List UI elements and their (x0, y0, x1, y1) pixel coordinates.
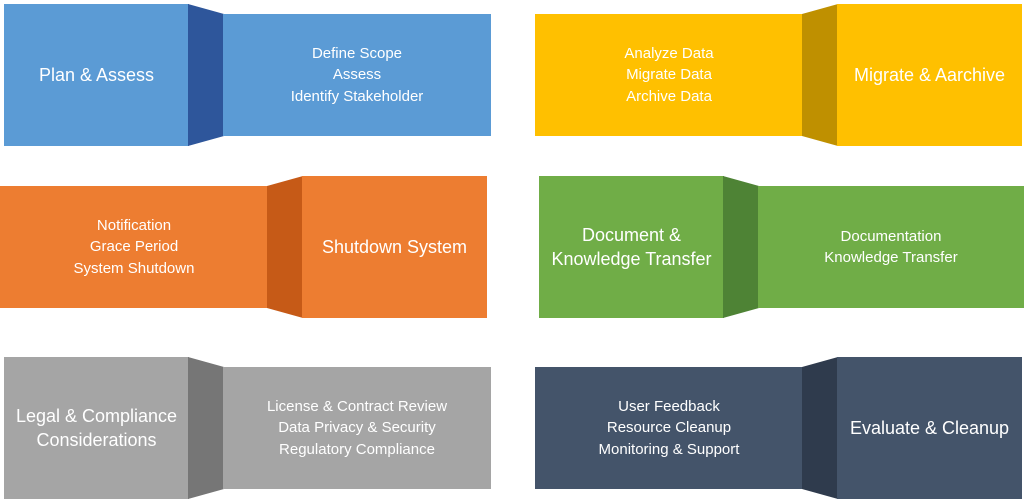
step-items: Notification Grace Period System Shutdow… (74, 215, 195, 280)
step-item: License & Contract Review (266, 397, 448, 415)
step-item: Identify Stakeholder (290, 87, 424, 105)
step-shutdown-title-block: Shutdown System (302, 176, 487, 318)
step-item: Migrate Data (626, 66, 712, 84)
step-items: Define Scope Assess Identify Stakeholder (291, 43, 424, 108)
fold-connector (802, 357, 838, 499)
step-document-title-block: Document & Knowledge Transfer (539, 176, 724, 318)
step-plan-assess-detail-block: Define Scope Assess Identify Stakeholder (223, 14, 491, 136)
step-item: Regulatory Compliance (279, 440, 435, 458)
step-item: Grace Period (89, 238, 179, 256)
step-items: User Feedback Resource Cleanup Monitorin… (599, 396, 740, 461)
step-items: License & Contract Review Data Privacy &… (267, 396, 447, 461)
step-item: Documentation (840, 227, 942, 245)
step-item: User Feedback (618, 397, 720, 415)
step-title: Evaluate & Cleanup (850, 416, 1009, 440)
step-item: Data Privacy & Security (278, 419, 436, 437)
step-title-line: Legal & Compliance (15, 406, 178, 426)
step-title-line: Plan & Assess (38, 65, 155, 85)
step-item: Define Scope (311, 44, 403, 62)
step-title: Legal & Compliance Considerations (16, 404, 177, 452)
step-title-line: Migrate & Aarchive (853, 65, 1006, 85)
step-item: Archive Data (626, 87, 712, 105)
step-title-line: Knowledge Transfer (551, 249, 712, 269)
step-item: Analyze Data (624, 44, 714, 62)
step-evaluate-title-block: Evaluate & Cleanup (837, 357, 1022, 499)
fold-connector (723, 176, 759, 318)
step-item: Assess (332, 66, 382, 84)
step-items: Analyze Data Migrate Data Archive Data (624, 43, 713, 108)
step-plan-assess-title-block: Plan & Assess (4, 4, 189, 146)
step-legal-detail-block: License & Contract Review Data Privacy &… (223, 367, 491, 489)
fold-connector (188, 4, 224, 146)
step-item: Knowledge Transfer (824, 249, 958, 266)
step-title: Migrate & Aarchive (854, 63, 1005, 87)
step-title: Document & Knowledge Transfer (551, 223, 711, 271)
step-document-detail-block: Documentation Knowledge Transfer (758, 186, 1024, 308)
step-item: System Shutdown (73, 259, 195, 277)
step-migrate-archive-title-block: Migrate & Aarchive (837, 4, 1022, 146)
step-item: Notification (96, 216, 172, 234)
step-title: Plan & Assess (39, 63, 154, 87)
step-title-line: Evaluate & Cleanup (849, 418, 1010, 438)
step-migrate-archive-detail-block: Analyze Data Migrate Data Archive Data (535, 14, 803, 136)
step-items: Documentation Knowledge Transfer (824, 226, 957, 269)
step-title: Shutdown System (322, 235, 467, 259)
step-evaluate-detail-block: User Feedback Resource Cleanup Monitorin… (535, 367, 803, 489)
step-shutdown-detail-block: Notification Grace Period System Shutdow… (0, 186, 268, 308)
step-item: Monitoring & Support (598, 440, 740, 458)
fold-connector (188, 357, 224, 499)
step-title-line: Shutdown System (321, 237, 468, 257)
step-legal-title-block: Legal & Compliance Considerations (4, 357, 189, 499)
fold-connector (802, 4, 838, 146)
fold-connector (267, 176, 303, 318)
step-title-line: Considerations (36, 430, 157, 450)
step-item: Resource Cleanup (606, 419, 732, 437)
step-title-line: Document & (581, 225, 682, 245)
